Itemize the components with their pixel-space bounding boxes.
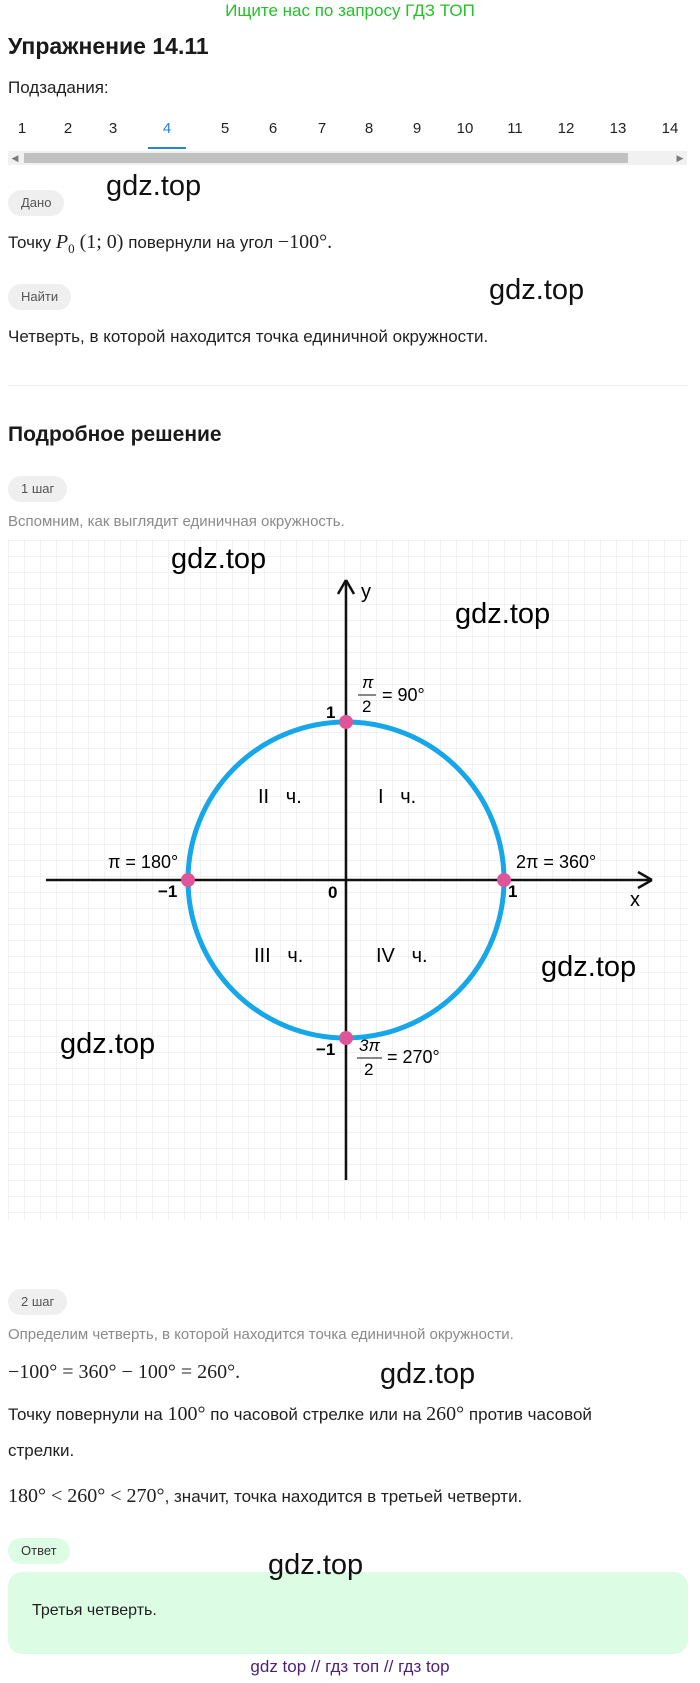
exercise-title: Упражнение 14.11 — [8, 33, 209, 59]
step2-text: Определим четверть, в которой находится … — [8, 1326, 514, 1343]
given-text: Точку P0 (1; 0) повернули на угол −100°. — [8, 231, 333, 256]
tab-1[interactable]: 1 — [17, 120, 27, 137]
point-270 — [339, 1031, 353, 1045]
find-pill: Найти — [8, 284, 72, 310]
watermark: gdz.top — [380, 1358, 476, 1390]
tab-5[interactable]: 5 — [220, 120, 230, 137]
watermark: gdz.top — [268, 1549, 364, 1581]
label-90-num: π — [362, 673, 374, 692]
tab-9[interactable]: 9 — [412, 120, 422, 137]
quadrant-3-label: III ч. — [254, 945, 303, 967]
x-minus-one-label: −1 — [158, 882, 177, 901]
answer-text: Третья четверть. — [32, 1602, 157, 1619]
step2-pill: 2 шаг — [8, 1289, 68, 1315]
x-axis-arrow-icon — [637, 870, 653, 890]
origin-label: 0 — [328, 883, 337, 902]
answer-box — [8, 1572, 688, 1654]
tab-11[interactable]: 11 — [507, 120, 523, 137]
tab-8[interactable]: 8 — [364, 120, 374, 137]
tab-13[interactable]: 13 — [609, 120, 627, 137]
watermark: gdz.top — [455, 598, 550, 630]
y-one-label: 1 — [326, 703, 335, 722]
label-270-den: 2 — [364, 1060, 373, 1079]
watermark: gdz.top — [171, 543, 266, 575]
watermark: gdz.top — [106, 170, 202, 202]
subtask-tabs: 1 2 3 4 5 6 7 8 9 10 11 12 13 14 — [8, 115, 684, 149]
given-pill: Дано — [8, 190, 65, 216]
watermark: gdz.top — [541, 951, 636, 983]
subtasks-label: Подзадания: — [8, 78, 109, 97]
x-axis-label: x — [630, 889, 640, 911]
tab-3[interactable]: 3 — [108, 120, 118, 137]
step2-line1: Точку повернули на 100° по часовой стрел… — [8, 1403, 592, 1425]
tab-14[interactable]: 14 — [661, 120, 679, 137]
scrollbar-thumb[interactable] — [24, 153, 628, 163]
x-one-label: 1 — [508, 882, 517, 901]
find-text: Четверть, в которой находится точка един… — [8, 327, 489, 346]
point-360 — [497, 873, 511, 887]
step2-equation: −100° = 360° − 100° = 260°. — [8, 1361, 241, 1383]
quadrant-4-label: IV ч. — [376, 945, 428, 967]
tab-6[interactable]: 6 — [268, 120, 278, 137]
footer-links[interactable]: gdz top // гдз топ // гдз top — [250, 1657, 450, 1676]
scroll-left-icon[interactable]: ◀ — [11, 153, 19, 163]
label-180: π = 180° — [108, 852, 178, 872]
label-270-rest: = 270° — [387, 1047, 440, 1067]
answer-pill: Ответ — [8, 1538, 70, 1564]
step1-pill: 1 шаг — [8, 476, 68, 502]
y-axis-label: y — [361, 581, 371, 603]
point-180 — [181, 873, 195, 887]
point-90 — [339, 715, 353, 729]
watermark: gdz.top — [489, 274, 585, 306]
tabs-scrollbar[interactable]: ◀ ▶ — [8, 151, 687, 165]
quadrant-2-label: II ч. — [258, 786, 302, 808]
label-270-num: 3π — [359, 1036, 380, 1055]
step2-line2: стрелки. — [8, 1441, 75, 1460]
tab-7[interactable]: 7 — [317, 120, 327, 137]
tab-2[interactable]: 2 — [63, 120, 73, 137]
tab-4[interactable]: 4 — [148, 115, 186, 149]
step1-text: Вспомним, как выглядит единичная окружно… — [8, 513, 345, 530]
y-minus-one-label: −1 — [316, 1040, 335, 1059]
tab-12[interactable]: 12 — [557, 120, 575, 137]
label-360: 2π = 360° — [516, 852, 596, 872]
unit-circle-figure: y x 0 1 1 −1 −1 π = 180° 2π = 360° π 2 =… — [8, 540, 688, 1220]
quadrant-1-label: I ч. — [378, 786, 416, 808]
watermark: gdz.top — [60, 1028, 155, 1060]
step2-conclusion: 180° < 260° < 270°, значит, точка находи… — [8, 1485, 523, 1507]
tab-10[interactable]: 10 — [456, 120, 474, 137]
divider — [8, 385, 688, 386]
y-axis-arrow-icon — [336, 579, 356, 595]
label-90-rest: = 90° — [382, 685, 425, 705]
scroll-right-icon[interactable]: ▶ — [676, 153, 684, 163]
label-90-den: 2 — [362, 697, 371, 716]
solution-title: Подробное решение — [8, 423, 222, 446]
top-banner[interactable]: Ищите нас по запросу ГДЗ ТОП — [225, 1, 475, 20]
